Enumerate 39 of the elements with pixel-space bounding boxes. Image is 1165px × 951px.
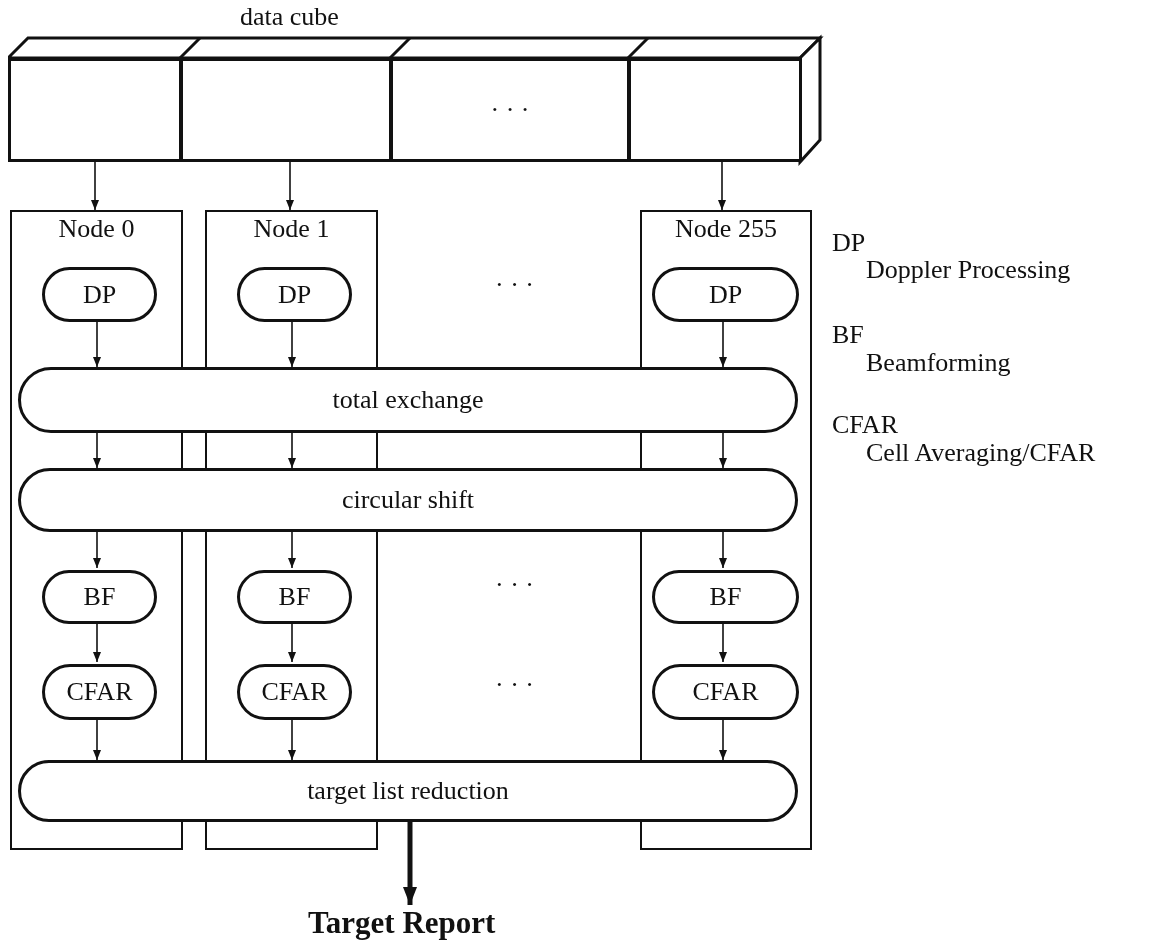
process-box: BF (237, 570, 352, 624)
process-box: CFAR (42, 664, 157, 720)
arrow (93, 531, 101, 569)
legend-description: Cell Averaging/CFAR (866, 438, 1096, 468)
arrow (288, 432, 296, 469)
process-box: BF (652, 570, 799, 624)
ellipsis: · · · (495, 270, 534, 300)
process-box: DP (237, 267, 352, 322)
column-heading: Node 1 (252, 214, 331, 244)
ellipsis: · · · (495, 570, 534, 600)
process-box: DP (42, 267, 157, 322)
arrow (286, 161, 294, 211)
arrow (403, 822, 417, 905)
arrow (718, 161, 726, 211)
legend-description: Doppler Processing (866, 255, 1071, 285)
arrow (91, 161, 99, 211)
cube-cell (180, 58, 392, 162)
legend-term: BF (832, 320, 864, 350)
cube-cell (8, 58, 182, 162)
arrow (93, 432, 101, 469)
arrow (719, 432, 727, 469)
process-box: DP (652, 267, 799, 322)
process-band: target list reduction (18, 760, 798, 822)
legend-description: Beamforming (866, 348, 1011, 378)
arrow (288, 531, 296, 569)
column-heading: Node 255 (674, 214, 778, 244)
legend-term: CFAR (832, 410, 898, 440)
cube-heading: data cube (240, 2, 339, 32)
process-box: CFAR (237, 664, 352, 720)
output-label: Target Report (308, 905, 496, 941)
column-heading: Node 0 (57, 214, 136, 244)
process-box: CFAR (652, 664, 799, 720)
process-band: circular shift (18, 468, 798, 532)
arrow (719, 531, 727, 569)
cube-cell: · · · (390, 58, 630, 162)
legend-term: DP (832, 228, 866, 258)
process-band: total exchange (18, 367, 798, 433)
ellipsis: · · · (495, 670, 534, 700)
process-box: BF (42, 570, 157, 624)
